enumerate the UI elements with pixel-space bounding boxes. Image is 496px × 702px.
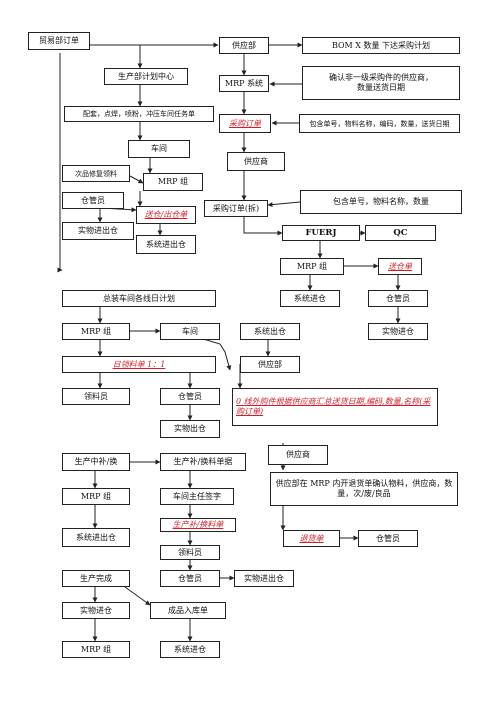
bomx-plan-node: BOM X 数量 下达采购计划: [302, 37, 460, 54]
mrp-system-node: MRP 系统: [219, 75, 269, 92]
defect-repair-node: 次品修复领料: [62, 165, 130, 182]
purchase-order-node: 采购订单: [219, 114, 271, 133]
warehouse-keeper-4-node: 仓管员: [358, 530, 418, 547]
warehouse-keeper-node: 仓管员: [62, 192, 124, 209]
issue-slip-node: 送仓/出仓单: [136, 206, 196, 224]
workshop-2-node: 车间: [160, 323, 220, 340]
qc-node: QC: [365, 225, 436, 241]
trade-order-node: 贸易部订单: [28, 32, 90, 50]
system-out-node: 系统出仓: [240, 323, 300, 340]
po-details-node: 包含单号，物料名称，编码，数量，送货日期: [299, 114, 460, 133]
physical-in-3-node: 实物进仓: [62, 602, 130, 619]
warehouse-keeper-5-node: 仓管员: [160, 570, 220, 587]
outsourced-note-node: 0 线外购件根据供应商汇总送货日期,编码,数量,名称(采购订单): [232, 388, 438, 426]
supplement-slip-2-node: 生产补/换料单: [160, 518, 236, 532]
po-details-split-node: 包含单号，物料名称，数量: [300, 190, 462, 214]
workshop-node: 车间: [128, 140, 190, 158]
warehouse-keeper-2-node: 仓管员: [368, 290, 428, 307]
return-slip-node: 退货单: [283, 530, 340, 547]
fuerj-node: FUERJ: [282, 225, 360, 241]
warehouse-keeper-3-node: 仓管员: [160, 388, 220, 405]
mrp-group-2-node: MRP 组: [280, 258, 344, 275]
mrp-group-4-node: MRP 组: [62, 488, 130, 505]
picker-node: 领料员: [62, 388, 130, 405]
physical-in-out-2-node: 实物进出仓: [234, 570, 294, 587]
line-plan-node: 总装车间各线日计划: [62, 290, 216, 307]
physical-out-node: 实物出仓: [160, 420, 220, 438]
supply-dept-2-node: 供应部: [240, 356, 300, 373]
picker-2-node: 领料员: [160, 545, 220, 560]
receipt-slip-node: 送仓单: [378, 258, 422, 275]
mrp-group-node: MRP 组: [143, 173, 203, 191]
workshop-director-node: 车间主任签字: [160, 488, 234, 505]
prod-plan-center-node: 生产部计划中心: [104, 68, 188, 85]
finished-receipt-node: 成品入库单: [150, 602, 226, 619]
purchase-order-split-node: 采购订单(拆): [204, 200, 268, 217]
system-in-2-node: 系统进仓: [160, 641, 220, 658]
physical-in-node: 实物进仓: [368, 323, 428, 340]
prod-supplement-node: 生产中补/换: [62, 453, 130, 471]
supplier-2-node: 供应商: [268, 445, 328, 465]
supplier-node: 供应商: [227, 152, 285, 171]
supplier-return-note-node: 供应部在 MRP 内开退货单确认物料，供应商，数量，次/废/良品: [270, 472, 458, 506]
system-in-node: 系统进仓: [280, 290, 340, 307]
physical-in-out-node: 实物进出仓: [62, 222, 134, 240]
mrp-group-3-node: MRP 组: [62, 323, 130, 340]
mrp-group-5-node: MRP 组: [62, 641, 130, 658]
supply-dept-node: 供应部: [219, 37, 269, 54]
prod-complete-node: 生产完成: [62, 570, 130, 587]
confirm-supplier-node: 确认非一级采购件的供应商，数量送货日期: [302, 66, 460, 100]
daily-pick-slip-node: 日领料单 1：1: [62, 356, 216, 373]
workshop-tasks-node: 配套，点焊，喷粉，冲压车间任务单: [64, 106, 214, 122]
system-in-out-2-node: 系统进出仓: [62, 528, 130, 547]
supplement-slip-node: 生产补/换料单据: [160, 453, 246, 471]
system-in-out-node: 系统进出仓: [136, 235, 196, 254]
